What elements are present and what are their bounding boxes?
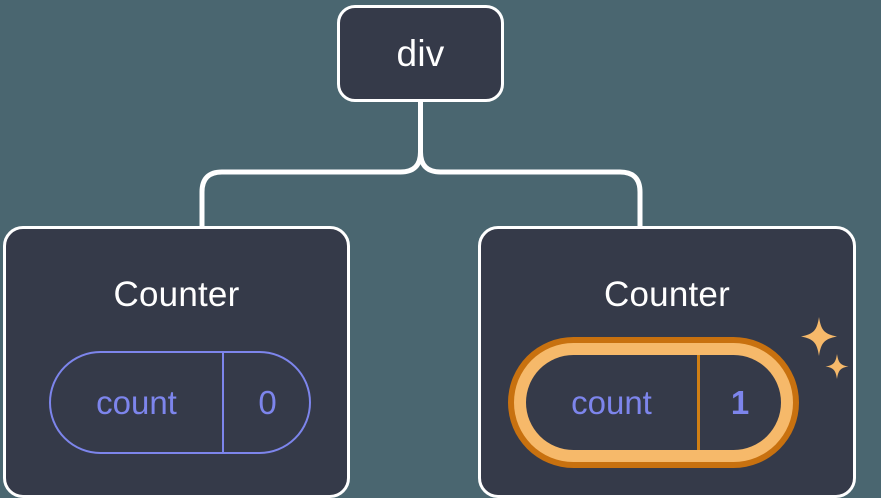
root-label: div xyxy=(396,33,445,74)
node-title: Counter xyxy=(113,275,240,314)
node-root-div[interactable]: div xyxy=(337,5,504,102)
node-counter-right[interactable]: Counter count 1 xyxy=(478,226,856,498)
node-counter-left[interactable]: Counter count 0 xyxy=(3,226,350,498)
state-divider xyxy=(222,353,224,452)
state-divider xyxy=(697,355,700,450)
state-pill-count[interactable]: count 1 xyxy=(526,355,781,450)
state-value: 0 xyxy=(258,384,277,421)
state-pill-wrapper: count 0 xyxy=(49,351,311,454)
state-key: count xyxy=(96,384,177,421)
state-key: count xyxy=(571,384,652,421)
node-title: Counter xyxy=(604,275,730,314)
state-value: 1 xyxy=(730,384,750,421)
state-pill-count[interactable]: count 0 xyxy=(49,351,311,454)
state-pill-wrapper-highlighted: count 1 xyxy=(508,337,799,468)
